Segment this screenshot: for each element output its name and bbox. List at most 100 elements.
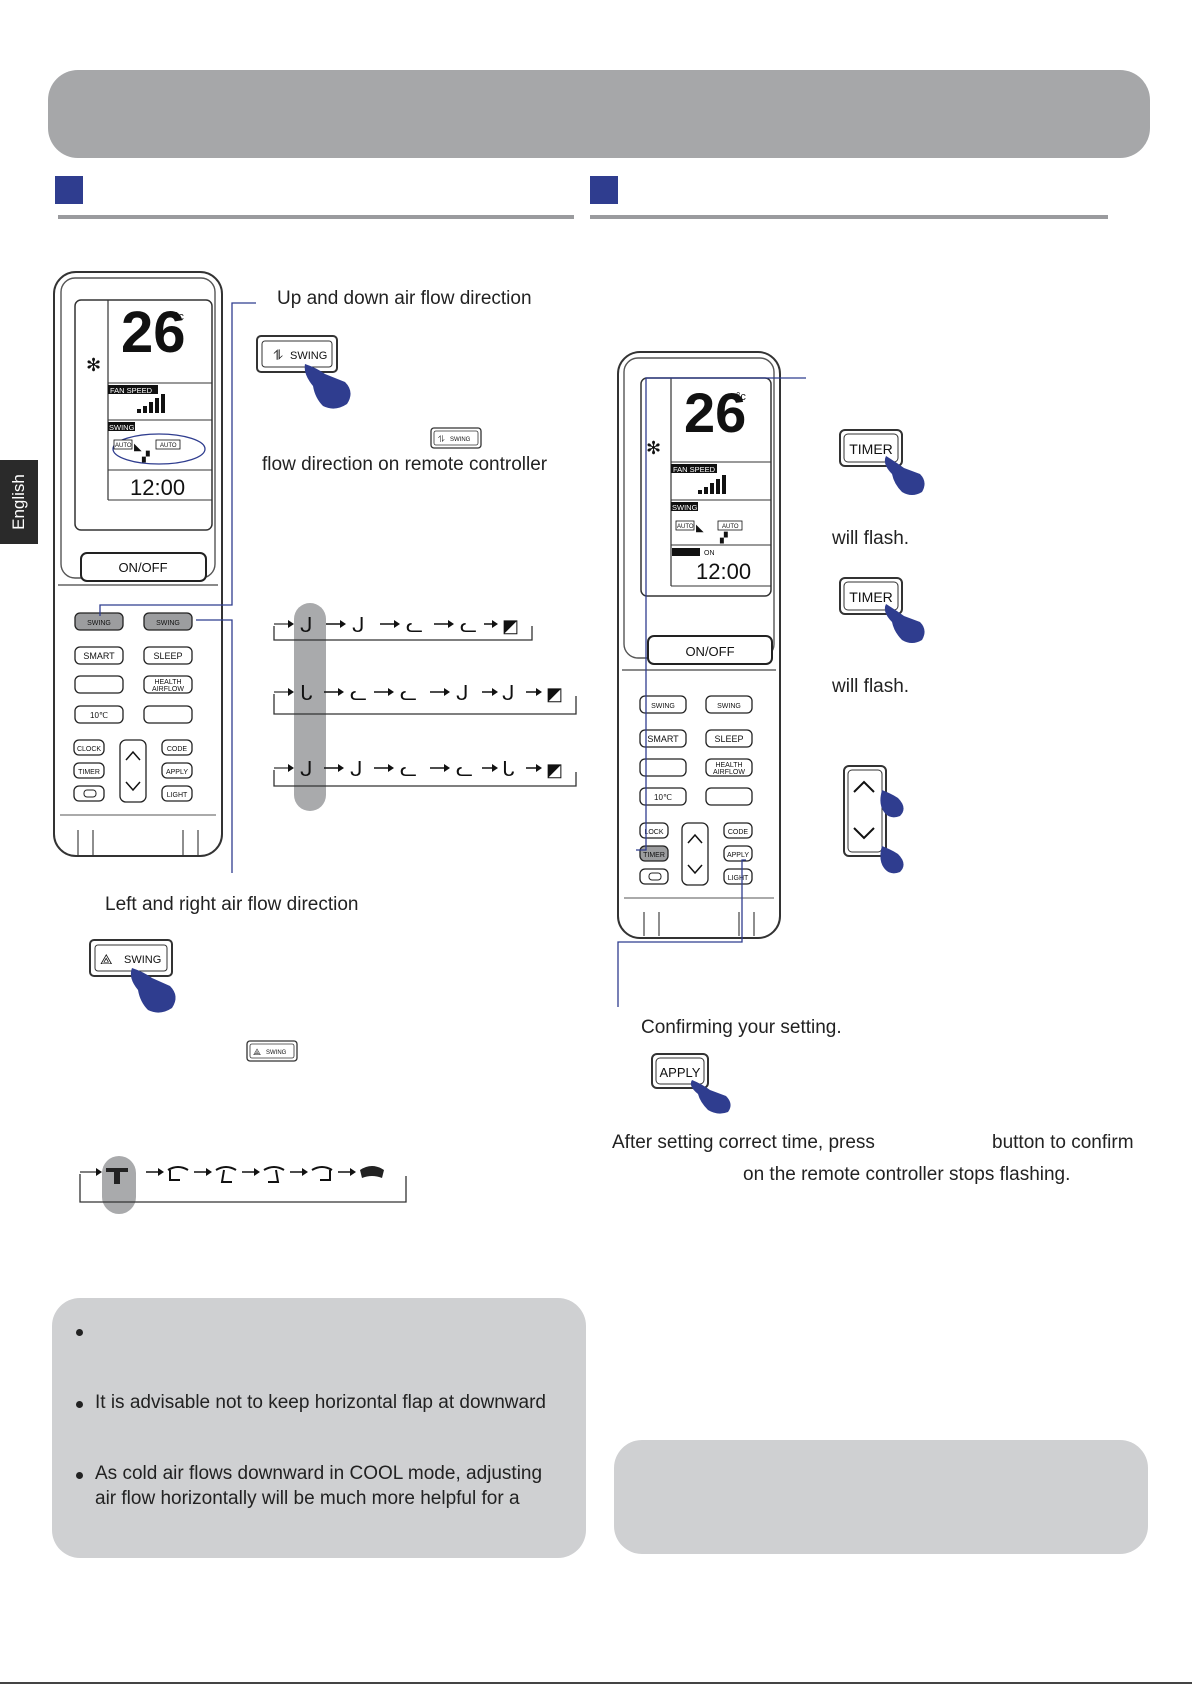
apply-button: APPLY — [166, 769, 188, 776]
updown-heading: Up and down air flow direction — [277, 288, 532, 309]
note-3-line1: As cold air flows downward in COOL mode,… — [95, 1463, 543, 1484]
section-rule-right — [590, 215, 1108, 219]
pointing-hand-icon — [690, 1080, 731, 1114]
swing-leftright-icon: ⟁ — [100, 951, 113, 967]
timer-button: TIMER — [78, 769, 100, 776]
fan-speed-bars-icon — [698, 475, 726, 494]
svg-text:ᒐ: ᒐ — [300, 683, 313, 705]
svg-text:◣: ◣ — [696, 523, 704, 534]
fan-speed-bars-icon — [137, 394, 165, 413]
svg-text:26: 26 — [684, 381, 746, 444]
horizontal-flow-highlight — [102, 1156, 136, 1214]
flow-row-2: ᒐ ᓚ ᓚ ᒍ ᒍ ◩ — [273, 683, 577, 715]
svg-text:SWING: SWING — [124, 954, 161, 966]
svg-text:ᓚ: ᓚ — [406, 615, 423, 637]
svg-text:TIMER: TIMER — [849, 589, 893, 605]
inline-leftright-swing-key: ⟁ SWING — [246, 1040, 298, 1062]
pointing-hand-icon — [304, 364, 351, 409]
language-tab[interactable]: English — [0, 460, 38, 544]
svg-text:ᒍ: ᒍ — [300, 759, 313, 781]
svg-text:SWING: SWING — [290, 350, 327, 362]
svg-text:ᒍ: ᒍ — [300, 615, 313, 637]
svg-text:SLEEP: SLEEP — [714, 734, 743, 744]
inline-swing-key: ⥮ SWING — [430, 427, 482, 449]
svg-text:SWING: SWING — [450, 437, 471, 443]
pointing-hand-icon — [130, 968, 176, 1013]
svg-text:TIMER: TIMER — [849, 441, 893, 457]
airflow-icon: ▞ — [141, 450, 150, 463]
svg-text:ᓚ: ᓚ — [400, 683, 417, 705]
updown-flow-sequence: ᒍ ᒍ ᓚ ᓚ ◩ ᒐ ᓚ ᓚ ᒍ ᒍ ◩ ᒍ ᒍ ᓚ ᓚ ᒐ — [273, 615, 577, 787]
note-3-line2: air flow horizontally will be much more … — [95, 1488, 520, 1509]
updown-line2: flow direction on remote controller — [262, 454, 548, 475]
after-setting-c: on the remote controller stops flashing. — [743, 1164, 1071, 1185]
pointing-hand-icon — [884, 604, 925, 643]
sleep-button: SLEEP — [153, 651, 182, 661]
section-marker-left — [55, 176, 83, 204]
leftright-flow-sequence — [79, 1166, 407, 1203]
svg-text:AIRFLOW: AIRFLOW — [152, 686, 184, 693]
updown-swing-key-illustration: ⥮ SWING — [256, 335, 351, 409]
svg-text:SWING: SWING — [651, 703, 675, 710]
svg-text:ᒍ: ᒍ — [502, 683, 515, 705]
remote-control-right: 26 °c ✻ FAN SPEED SWING AUTO AUTO ◣ ▞ ON… — [617, 351, 781, 939]
confirming-text: Confirming your setting. — [641, 1017, 842, 1038]
display-unit: °c — [174, 311, 184, 323]
svg-text:SWING: SWING — [672, 503, 698, 512]
svg-text:°c: °c — [736, 391, 746, 403]
svg-text:AUTO: AUTO — [722, 524, 739, 530]
smart-button: SMART — [83, 651, 115, 661]
flow-highlight — [294, 603, 326, 811]
updown-swing-button: SWING — [87, 620, 111, 627]
svg-text:ON/OFF: ON/OFF — [685, 644, 734, 659]
louver-icon: ◣ — [134, 442, 142, 453]
timer-key-illustration-1: TIMER — [839, 429, 925, 495]
leftright-swing-button: SWING — [156, 620, 180, 627]
display-temperature: 26 — [121, 300, 186, 365]
svg-text:◩: ◩ — [546, 684, 563, 704]
svg-text:LIGHT: LIGHT — [728, 875, 749, 882]
leader-lines-right — [617, 377, 806, 1007]
after-setting-b: button to confirm — [992, 1132, 1134, 1153]
svg-text:◩: ◩ — [546, 760, 563, 780]
up-arrow-icon — [125, 750, 141, 761]
section-rule-left — [58, 215, 574, 219]
remote-control-left: 26 °c ✻ FAN SPEED SWING AUTO AUTO ◣ ▞ 12… — [53, 271, 223, 857]
swing-label: SWING — [109, 423, 135, 432]
leftright-swing-key-illustration: ⟁ SWING — [89, 939, 176, 1013]
svg-text:SWING: SWING — [717, 703, 741, 710]
flow-row-1: ᒍ ᒍ ᓚ ᓚ ◩ — [273, 615, 533, 641]
will-flash-1: will flash. — [832, 528, 910, 549]
down-arrow-icon — [853, 827, 875, 840]
svg-text:◩: ◩ — [502, 616, 519, 636]
leader-lines-left — [99, 302, 256, 873]
after-setting-a: After setting correct time, press — [612, 1132, 875, 1153]
will-flash-2: will flash. — [832, 676, 910, 697]
code-button: CODE — [167, 746, 188, 753]
section-marker-right — [590, 176, 618, 204]
apply-key-illustration: APPLY — [651, 1053, 731, 1114]
svg-text:ᓚ: ᓚ — [456, 759, 473, 781]
svg-text:ᒍ: ᒍ — [350, 759, 363, 781]
footer-rule — [0, 1682, 1192, 1684]
svg-text:ᓚ: ᓚ — [400, 759, 417, 781]
notes-box-right — [614, 1440, 1148, 1554]
up-down-key-illustration — [843, 765, 904, 874]
snowflake-icon: ✻ — [86, 355, 101, 375]
leftright-heading: Left and right air flow direction — [105, 894, 359, 915]
onoff-button: ON/OFF — [118, 560, 167, 575]
svg-text:AUTO: AUTO — [160, 443, 177, 449]
pointing-hand-icon — [880, 790, 904, 818]
svg-text:⟁: ⟁ — [253, 1047, 261, 1057]
svg-text:AUTO: AUTO — [677, 524, 694, 530]
svg-text:ᓚ: ᓚ — [460, 615, 477, 637]
pointing-hand-icon — [880, 846, 904, 874]
svg-text:TIMER: TIMER — [643, 852, 665, 859]
svg-text:SWING: SWING — [266, 1050, 287, 1056]
svg-text:AUTO: AUTO — [115, 443, 132, 449]
svg-text:12:00: 12:00 — [696, 559, 751, 584]
notes-box-left: It is advisable not to keep horizontal f… — [52, 1298, 586, 1558]
fan-speed-label: FAN SPEED — [110, 386, 153, 395]
swing-updown-icon: ⥮ — [273, 347, 283, 363]
svg-text:ᒐ: ᒐ — [502, 759, 515, 781]
